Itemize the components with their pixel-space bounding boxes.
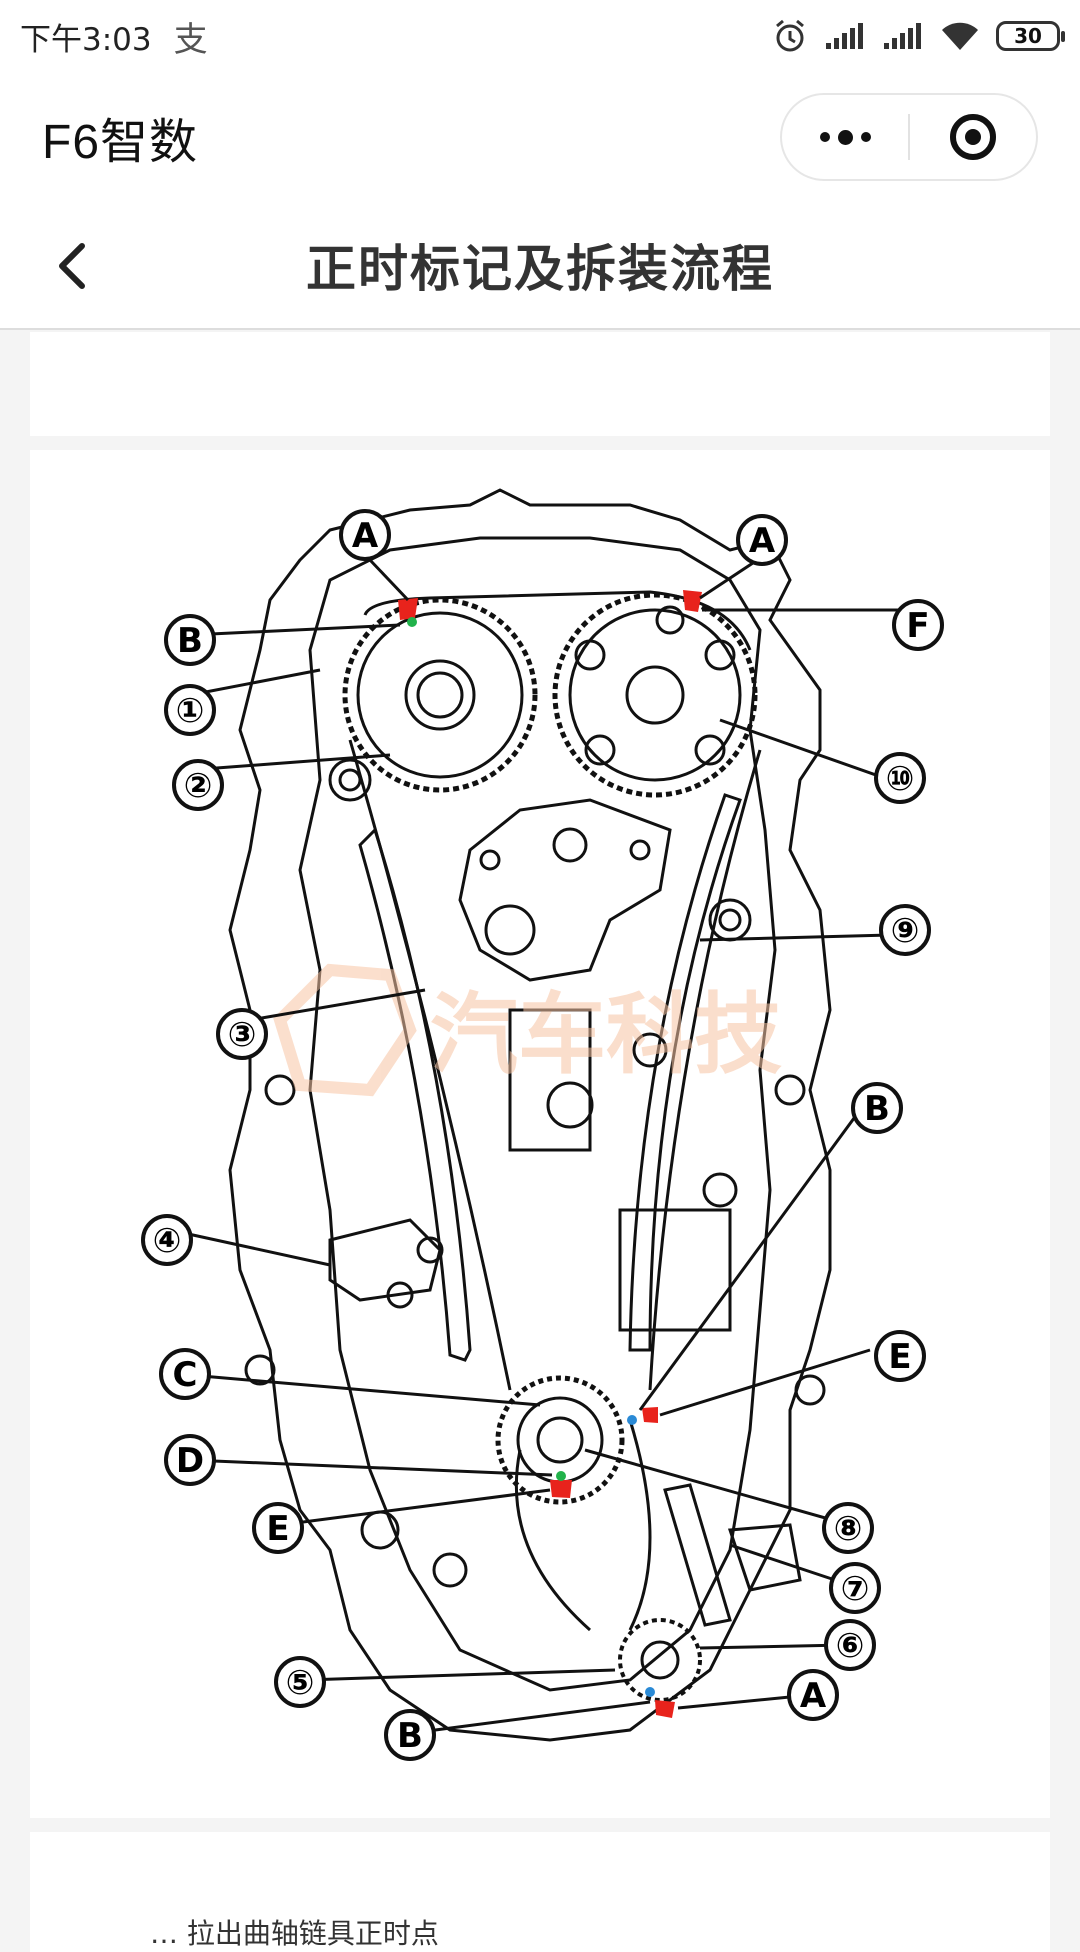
callout-b-pump: B (384, 1709, 436, 1761)
more-button[interactable] (782, 95, 908, 179)
svg-text:①: ① (176, 691, 205, 731)
callout-f: F (892, 599, 944, 651)
callout-d: D (164, 1434, 216, 1486)
svg-text:④: ④ (153, 1221, 182, 1261)
timing-marks (398, 590, 702, 1718)
chain-tensioner (328, 1218, 444, 1309)
callout-1: ① (164, 684, 216, 736)
close-miniprogram-button[interactable] (910, 95, 1036, 179)
battery-icon: 30 (996, 21, 1065, 51)
instruction-text: … 拉出曲轴链具正时点 (150, 1917, 439, 1950)
status-bar: 下午3:03 支 30 (0, 0, 1080, 72)
svg-text:B: B (864, 1089, 890, 1129)
svg-text:A: A (352, 516, 379, 556)
svg-text:⑩: ⑩ (886, 759, 915, 799)
svg-text:E: E (888, 1337, 911, 1377)
wifi-icon (940, 18, 980, 54)
oil-pump-sprocket (618, 1618, 702, 1702)
signal-icon (882, 18, 924, 54)
exhaust-sprocket (552, 592, 758, 798)
intake-sprocket (342, 597, 538, 793)
alarm-icon (772, 18, 808, 54)
page-title: 正时标记及拆装流程 (306, 240, 774, 298)
callout-b-crank: B (851, 1082, 903, 1134)
callout-5: ⑤ (274, 1656, 326, 1708)
svg-text:B: B (177, 621, 203, 661)
callout-e-right: E (874, 1330, 926, 1382)
watermark: 汽车科技 (273, 963, 782, 1097)
callout-8: ⑧ (822, 1502, 874, 1554)
callout-7: ⑦ (829, 1562, 881, 1614)
callout-a-intake: A (339, 509, 391, 561)
svg-text:⑦: ⑦ (841, 1569, 870, 1609)
chain-guide-left (358, 827, 472, 1362)
watermark-text: 汽车科技 (430, 983, 782, 1086)
instruction-card: … 拉出曲轴链具正时点 (30, 1832, 1050, 1952)
more-dots-icon (819, 129, 871, 145)
svg-text:⑨: ⑨ (891, 911, 920, 951)
svg-text:②: ② (184, 766, 213, 806)
capsule-divider (908, 114, 910, 160)
battery-level: 30 (1014, 24, 1042, 48)
svg-text:F: F (906, 606, 929, 646)
status-icons: 30 (772, 18, 1065, 54)
timing-chain-diagram: 汽车科技 A (141, 488, 944, 1761)
svg-text:C: C (173, 1355, 198, 1395)
timing-diagram-card: 汽车科技 A (30, 450, 1050, 1818)
app-bar: F6智数 (0, 72, 1080, 202)
callout-a-pump: A (787, 1669, 839, 1721)
chevron-left-icon (59, 243, 85, 289)
callout-e-left: E (252, 1502, 304, 1554)
svg-text:A: A (800, 1676, 827, 1716)
callout-c: C (159, 1348, 211, 1400)
svg-text:D: D (176, 1441, 204, 1481)
svg-text:E: E (266, 1509, 289, 1549)
status-time: 下午3:03 (20, 21, 152, 58)
content-card-top (30, 332, 1050, 436)
callout-9: ⑨ (879, 904, 931, 956)
callout-4: ④ (141, 1214, 193, 1266)
callout-a-exhaust: A (736, 514, 788, 566)
callout-b-intake: B (164, 614, 216, 666)
svg-text:⑤: ⑤ (286, 1663, 315, 1703)
callout-2: ② (172, 759, 224, 811)
nav-bar: 正时标记及拆装流程 (0, 202, 1080, 330)
svg-text:A: A (749, 521, 776, 561)
svg-text:⑧: ⑧ (834, 1509, 863, 1549)
alipay-icon: 支 (173, 19, 208, 60)
svg-text:⑥: ⑥ (836, 1626, 865, 1666)
chain-guide-right (628, 793, 742, 1352)
app-title: F6智数 (42, 116, 199, 169)
target-icon (950, 114, 996, 160)
miniprogram-capsule (780, 93, 1038, 181)
svg-text:B: B (397, 1716, 423, 1756)
callout-6: ⑥ (824, 1619, 876, 1671)
signal-icon (824, 18, 866, 54)
back-button[interactable] (44, 238, 100, 294)
callout-3: ③ (216, 1008, 268, 1060)
svg-text:③: ③ (228, 1015, 257, 1055)
callout-10: ⑩ (874, 752, 926, 804)
